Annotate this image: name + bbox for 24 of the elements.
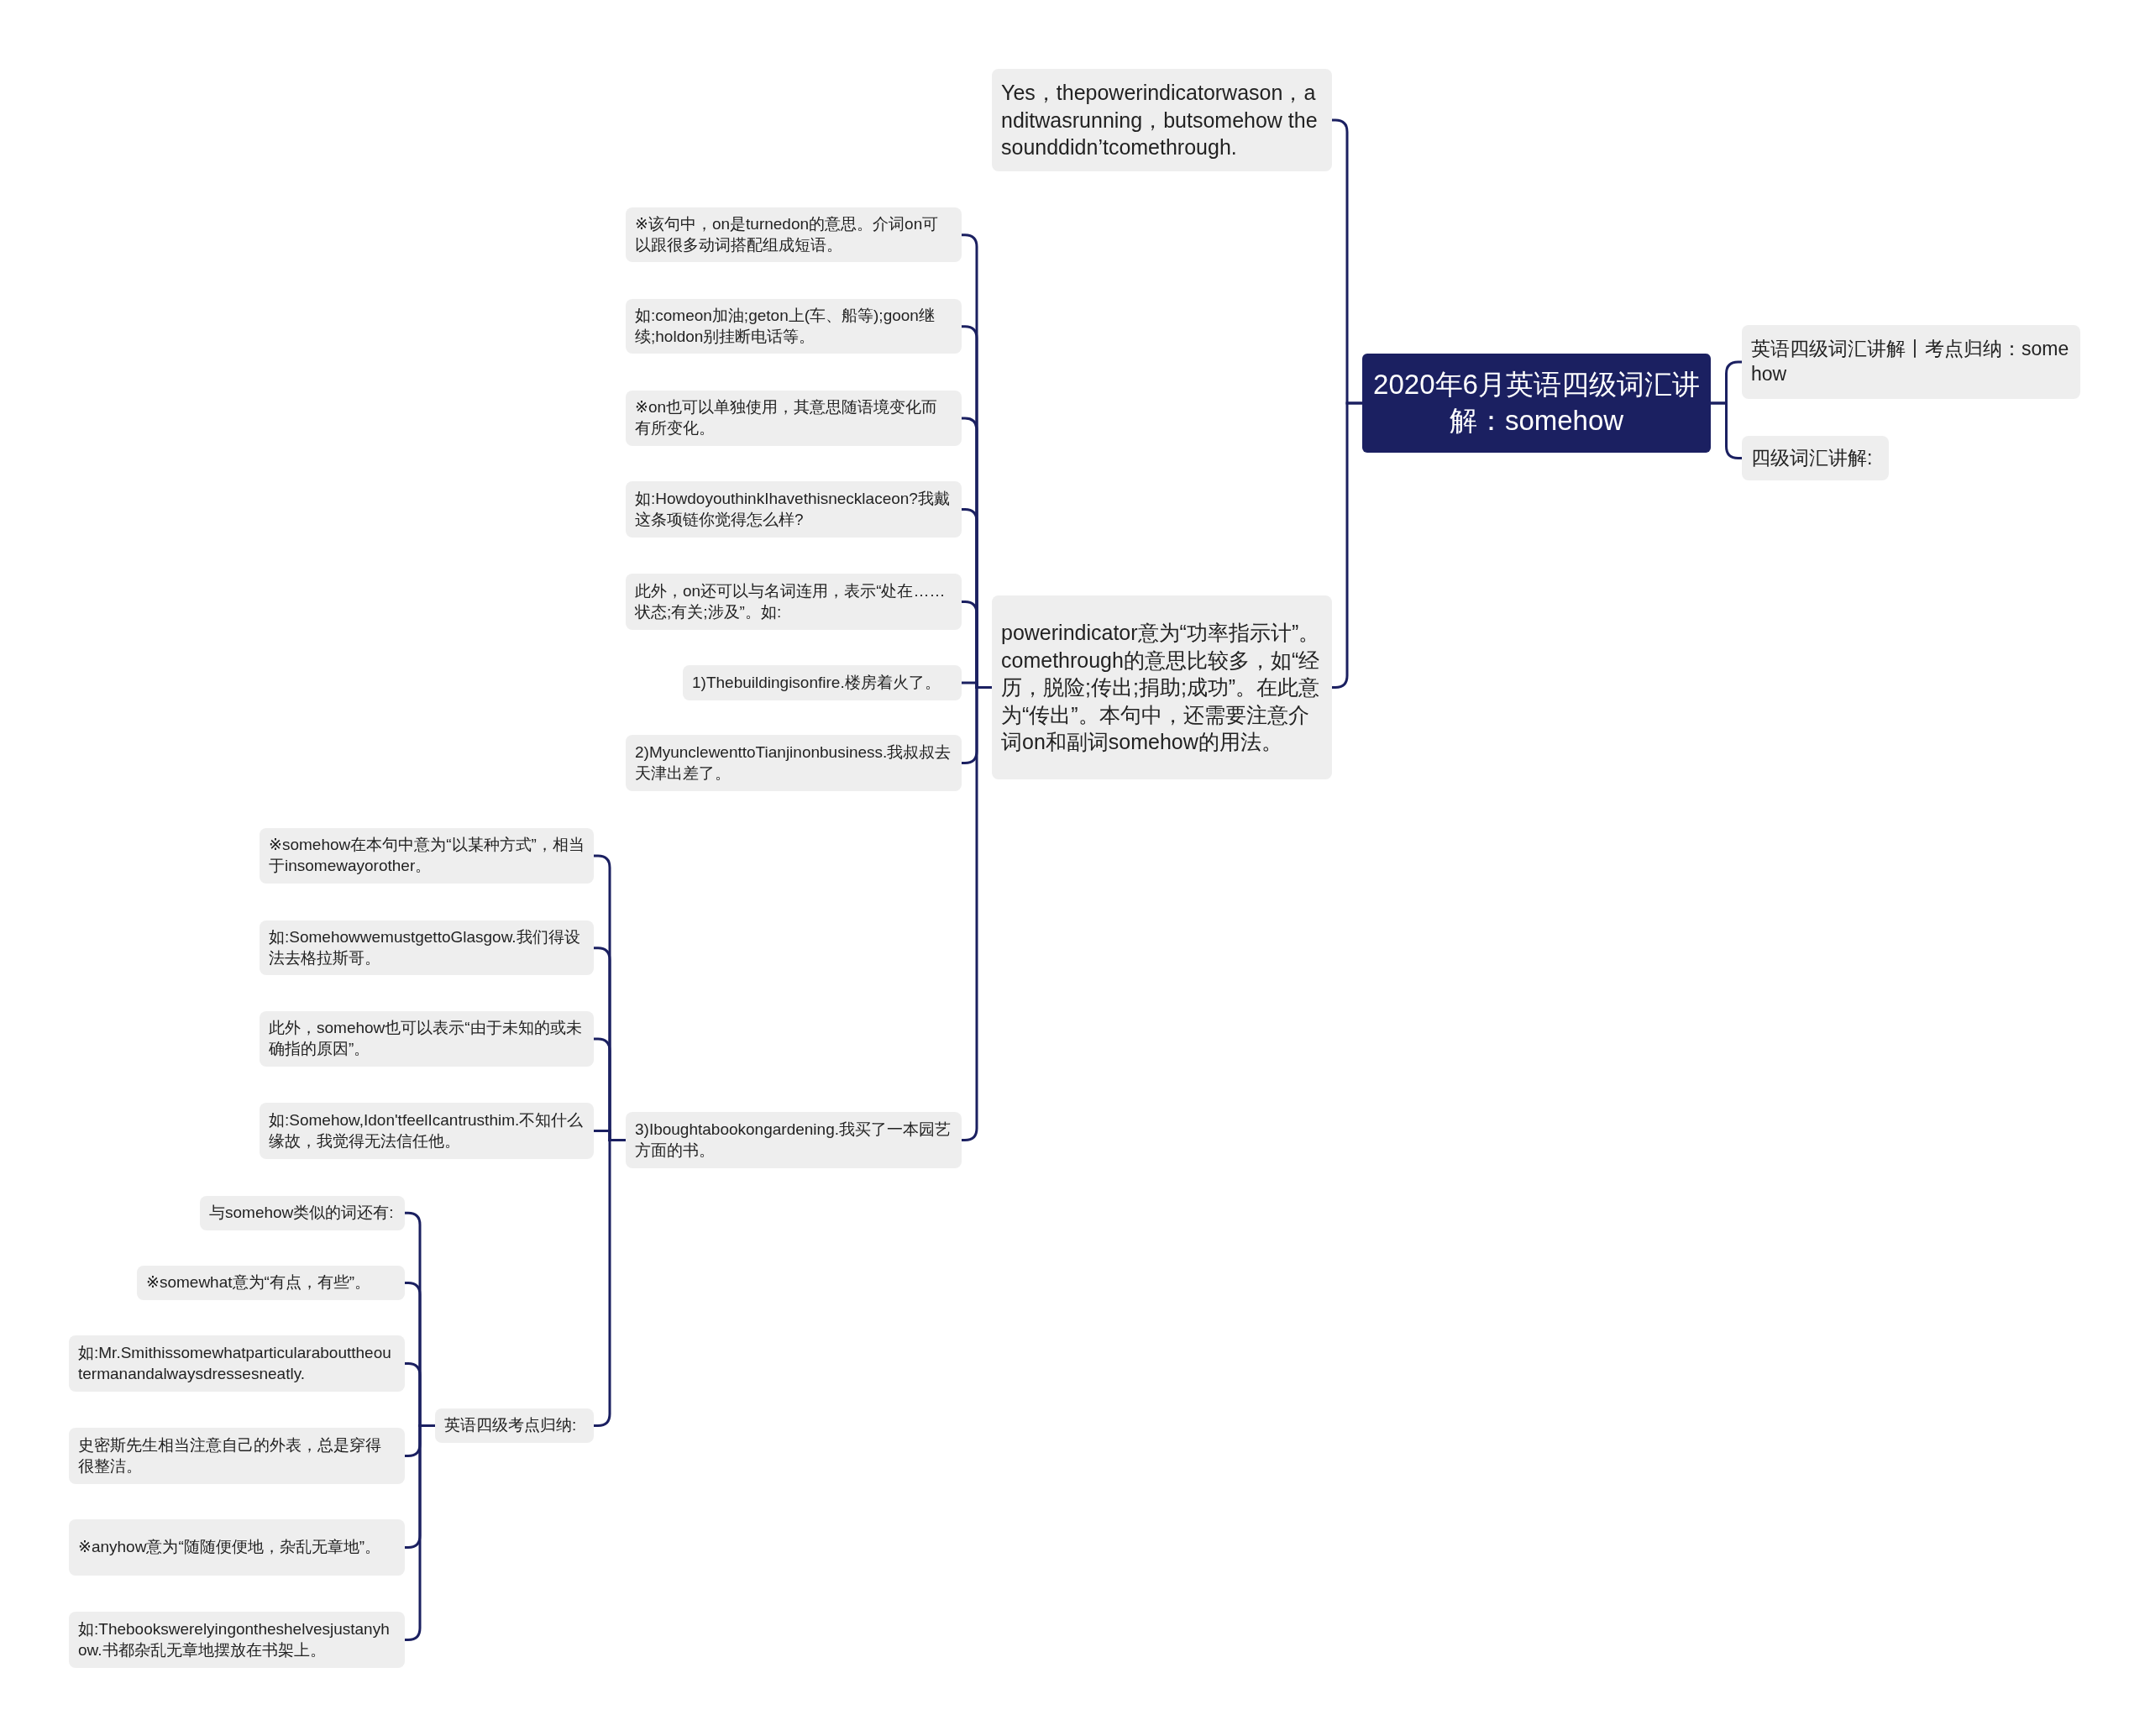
topic-box: 四级词汇讲解: — [1742, 436, 1889, 480]
topic-box: 英语四级考点归纳: — [435, 1408, 594, 1443]
topic-box: 1)Thebuildingisonfire.楼房着火了。 — [683, 665, 962, 700]
topic-box: 英语四级词汇讲解丨考点归纳：somehow — [1742, 325, 2080, 399]
topic-box: 史密斯先生相当注意自己的外表，总是穿得很整洁。 — [69, 1428, 405, 1484]
topic-box: 如:Mr.Smithissomewhatparticularabouttheoutermanandalwaysdressesneatly. — [69, 1335, 405, 1392]
topic-box: powerindicator意为“功率指示计”。comethrough的意思比较多，如“经历，脱险;传出;捐助;成功”。在此意为“传出”。本句中，还需要注意介词on和副词somehow的用法。 — [992, 595, 1332, 779]
topic-box: ※on也可以单独使用，其意思随语境变化而有所变化。 — [626, 391, 962, 446]
topic-box: 3)Iboughtabookongardening.我买了一本园艺方面的书。 — [626, 1112, 962, 1168]
topic-box: 如:SomehowwemustgettoGlasgow.我们得设法去格拉斯哥。 — [260, 920, 594, 976]
topic-box: ※somewhat意为“有点，有些”。 — [137, 1266, 405, 1300]
topic-box: 与somehow类似的词还有: — [200, 1196, 405, 1230]
topic-box: 如:HowdoyouthinkIhavethisnecklaceon?我戴这条项链你觉得怎么样? — [626, 481, 962, 538]
topic-box: 如:comeon加油;geton上(车、船等);goon继续;holdon别挂断电话等。 — [626, 299, 962, 354]
topic-box: 此外，on还可以与名词连用，表示“处在……状态;有关;涉及”。如: — [626, 574, 962, 630]
topic-box: 如:Somehow,Idon'tfeelIcantrusthim.不知什么缘故，我觉得无法信任他。 — [260, 1103, 594, 1159]
topic-box: 2)MyunclewenttoTianjinonbusiness.我叔叔去天津出差了。 — [626, 735, 962, 791]
central-topic-box: 2020年6月英语四级词汇讲解：somehow — [1362, 354, 1711, 453]
topic-box: Yes，thepowerindicatorwason，anditwasrunning，butsomehow thesounddidn’tcomethrough. — [992, 69, 1332, 171]
topic-box: ※somehow在本句中意为“以某种方式”，相当于insomewayorother。 — [260, 828, 594, 884]
topic-box: 此外，somehow也可以表示“由于未知的或未确指的原因”。 — [260, 1011, 594, 1067]
topic-box: ※该句中，on是turnedon的意思。介词on可以跟很多动词搭配组成短语。 — [626, 207, 962, 263]
topic-box: ※anyhow意为“随随便便地，杂乱无章地”。 — [69, 1519, 405, 1576]
topic-box: 如:Thebookswerelyingontheshelvesjustanyhow.书都杂乱无章地摆放在书架上。 — [69, 1612, 405, 1668]
